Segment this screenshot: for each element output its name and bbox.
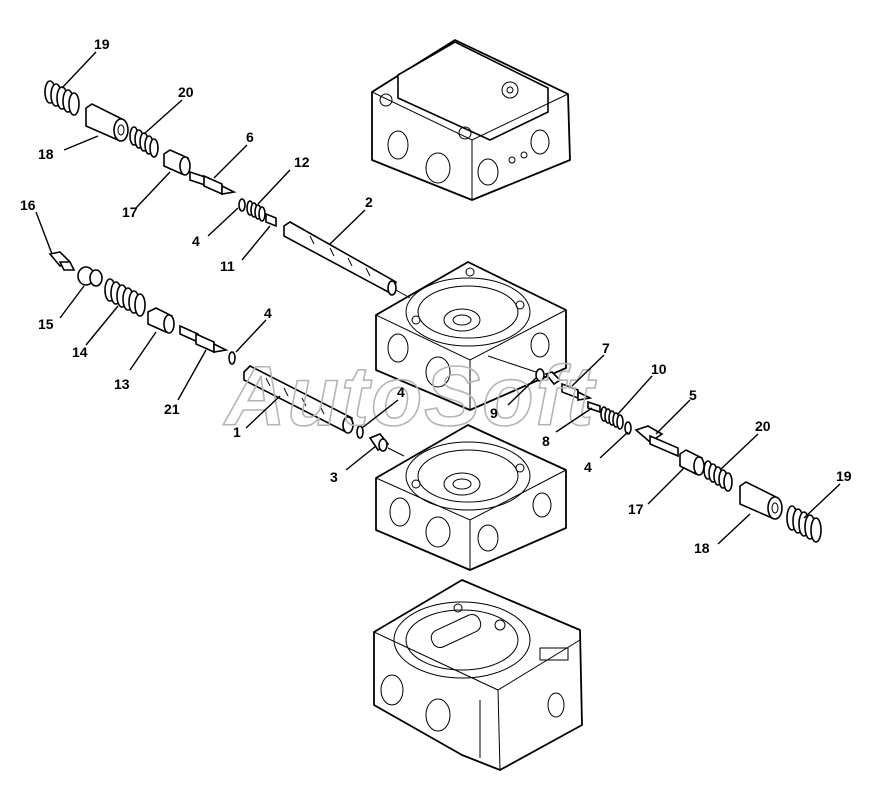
valve-block-top [371, 39, 571, 201]
callout-21: 21 [164, 401, 180, 417]
callout-1: 1 [233, 424, 241, 440]
plunger-21 [179, 324, 229, 354]
seat-17-upper [163, 149, 191, 176]
callout-10: 10 [651, 361, 667, 377]
retainer-18-lower [739, 481, 783, 520]
spool-1 [243, 365, 354, 434]
o-ring-4-right [624, 421, 632, 435]
callout-20-lower: 20 [755, 418, 771, 434]
o-ring-4-center [356, 425, 364, 439]
callout-14: 14 [72, 344, 88, 360]
plunger-6 [189, 170, 237, 196]
plunger-5 [634, 425, 679, 458]
callout-16: 16 [20, 197, 36, 213]
pin-8 [587, 400, 601, 414]
callout-17-upper: 17 [122, 204, 138, 220]
callout-4-right: 4 [584, 459, 592, 475]
callout-4-left: 4 [264, 305, 272, 321]
poppet-7 [561, 382, 593, 401]
valve-block-lower [375, 424, 567, 571]
spring-12 [246, 200, 266, 222]
callout-labels: 19 20 18 6 17 12 2 4 11 16 15 14 13 21 4… [20, 36, 852, 556]
callout-2: 2 [365, 194, 373, 210]
callout-15: 15 [38, 316, 54, 332]
callout-11: 11 [220, 258, 235, 274]
callout-7: 7 [602, 340, 610, 356]
watermark-text: AutoSoft [223, 349, 597, 443]
spring-20-upper [129, 126, 159, 158]
callout-19-upper: 19 [94, 36, 110, 52]
retainer-18-upper [85, 103, 129, 142]
callout-18-upper: 18 [38, 146, 54, 162]
plug-16 [48, 251, 76, 271]
seat-15 [77, 266, 103, 287]
callout-6: 6 [246, 129, 254, 145]
spring-20-lower [703, 460, 733, 492]
callout-4-upper: 4 [192, 233, 200, 249]
valve-block-bottom [373, 579, 583, 771]
assembly-centerlines [387, 289, 537, 457]
stopper-11 [265, 212, 277, 228]
spool-2 [283, 221, 397, 296]
spring-14 [104, 278, 146, 317]
seat-13 [147, 307, 175, 334]
spring-19-lower [786, 505, 822, 543]
o-ring-4-upper [238, 198, 246, 212]
valve-block-middle [375, 261, 567, 411]
plug-9 [535, 368, 562, 386]
seat-17-lower [679, 449, 705, 476]
callout-5: 5 [689, 387, 697, 403]
callout-8: 8 [542, 433, 550, 449]
callout-19-lower: 19 [836, 468, 852, 484]
spring-10 [600, 406, 624, 430]
leader-lines [35, 51, 841, 545]
spring-19-upper [44, 80, 80, 116]
callout-20-upper: 20 [178, 84, 194, 100]
callout-12: 12 [294, 154, 310, 170]
callout-13: 13 [114, 376, 130, 392]
callout-18-lower: 18 [694, 540, 710, 556]
o-ring-4-left [228, 351, 236, 365]
callout-9: 9 [490, 405, 498, 421]
callout-17-lower: 17 [628, 501, 644, 517]
callout-4-center: 4 [397, 384, 405, 400]
callout-3: 3 [330, 469, 338, 485]
